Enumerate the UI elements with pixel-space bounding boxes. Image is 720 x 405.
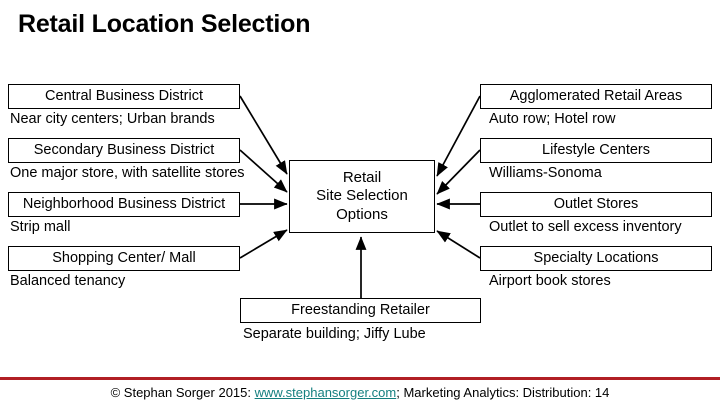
node-label: Agglomerated Retail Areas <box>509 87 683 104</box>
node-label: Central Business District <box>45 87 203 104</box>
node-label: Secondary Business District <box>33 141 215 158</box>
arrow-sbd-to-hub <box>239 149 288 193</box>
caption-agglomerated-retail-areas: Auto row; Hotel row <box>489 111 616 127</box>
hub-line-2: Site Selection <box>316 187 408 205</box>
node-neighborhood-business-district[interactable]: Neighborhood Business District <box>8 192 240 217</box>
hub-line-3: Options <box>336 205 388 223</box>
node-outlet-stores[interactable]: Outlet Stores <box>480 192 712 217</box>
hub-line-1: Retail <box>342 169 382 187</box>
node-secondary-business-district[interactable]: Secondary Business District <box>8 138 240 163</box>
footer-divider <box>0 377 720 380</box>
footer-suffix: ; Marketing Analytics: Distribution: 14 <box>396 385 610 400</box>
node-label: Outlet Stores <box>553 195 639 212</box>
arrow-cbd-to-hub <box>239 95 288 175</box>
node-label: Freestanding Retailer <box>291 301 430 318</box>
node-label: Specialty Locations <box>533 249 659 266</box>
arrow-sl-to-hub <box>436 230 481 259</box>
caption-freestanding-retailer: Separate building; Jiffy Lube <box>243 326 426 342</box>
footer-website-link[interactable]: www.stephansorger.com <box>254 385 397 400</box>
node-central-business-district[interactable]: Central Business District <box>8 84 240 109</box>
node-label: Shopping Center/ Mall <box>52 249 196 266</box>
node-shopping-center-mall[interactable]: Shopping Center/ Mall <box>8 246 240 271</box>
page-title: Retail Location Selection <box>18 10 311 38</box>
arrow-ara-to-hub <box>436 95 481 177</box>
footer-prefix: © Stephan Sorger 2015: <box>110 385 255 400</box>
caption-central-business-district: Near city centers; Urban brands <box>10 111 215 127</box>
hub-node-retail-site-selection-options[interactable]: Retail Site Selection Options <box>289 160 435 233</box>
caption-neighborhood-business-district: Strip mall <box>10 219 71 235</box>
footer-credit: © Stephan Sorger 2015: www.stephansorger… <box>0 385 720 400</box>
caption-specialty-locations: Airport book stores <box>489 273 611 289</box>
node-lifestyle-centers[interactable]: Lifestyle Centers <box>480 138 712 163</box>
node-label: Neighborhood Business District <box>22 195 226 212</box>
node-specialty-locations[interactable]: Specialty Locations <box>480 246 712 271</box>
caption-lifestyle-centers: Williams-Sonoma <box>489 165 602 181</box>
arrow-lc-to-hub <box>436 149 481 195</box>
arrow-scm-to-hub <box>239 229 288 259</box>
caption-secondary-business-district: One major store, with satellite stores <box>10 165 245 181</box>
node-label: Lifestyle Centers <box>542 141 650 158</box>
node-agglomerated-retail-areas[interactable]: Agglomerated Retail Areas <box>480 84 712 109</box>
node-freestanding-retailer[interactable]: Freestanding Retailer <box>240 298 481 323</box>
caption-outlet-stores: Outlet to sell excess inventory <box>489 219 682 235</box>
caption-shopping-center-mall: Balanced tenancy <box>10 273 126 289</box>
